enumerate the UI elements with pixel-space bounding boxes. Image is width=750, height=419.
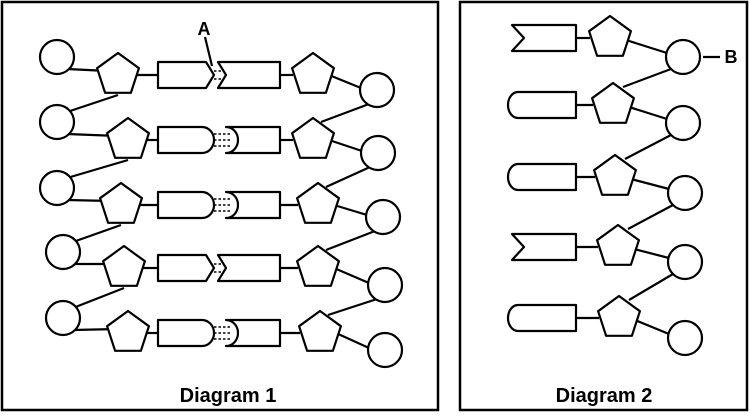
label-a: A xyxy=(198,19,211,39)
backbone-bond xyxy=(625,38,668,55)
sugar-pentagon xyxy=(590,81,636,124)
diagram-2-frame xyxy=(458,0,749,412)
sugar-pentagon xyxy=(95,51,140,94)
backbone-bond xyxy=(327,297,378,317)
label-b: B xyxy=(725,47,738,67)
backbone-bond xyxy=(627,204,674,230)
sugar-pentagon xyxy=(101,244,146,287)
backbone-bond xyxy=(628,273,674,301)
free-base-rounded xyxy=(506,303,578,333)
label-a-pointer xyxy=(203,36,214,67)
phosphate-circle xyxy=(366,266,404,304)
sugar-pentagon xyxy=(587,14,633,57)
base-chevron xyxy=(156,253,216,283)
phosphate-circle xyxy=(664,104,702,142)
backbone-bond xyxy=(333,266,370,285)
free-base-rounded xyxy=(506,162,578,192)
backbone-bond xyxy=(624,134,672,160)
backbone-bond xyxy=(66,93,119,114)
diagram-1-double-strand xyxy=(38,38,404,369)
base-rounded xyxy=(156,190,216,220)
label-b-callout: B xyxy=(703,47,738,67)
sugar-pentagon xyxy=(592,153,638,196)
sugar-pentagon xyxy=(296,244,340,287)
phosphate-circle xyxy=(364,198,402,236)
sugar-pentagon xyxy=(296,181,340,224)
free-base-chevron xyxy=(510,23,578,53)
phosphate-circle xyxy=(666,243,704,281)
backbone-bond xyxy=(622,67,672,89)
backbone-bond xyxy=(630,177,670,191)
phosphate-circle xyxy=(38,38,76,76)
backbone-bond xyxy=(72,286,125,310)
phosphate-circle xyxy=(359,134,397,172)
sugar-pentagon xyxy=(298,309,342,352)
phosphate-circle xyxy=(44,233,82,271)
backbone-bond xyxy=(328,73,362,90)
sugar-pentagon xyxy=(98,181,143,224)
backbone-bond xyxy=(333,203,368,217)
backbone-bond xyxy=(335,331,370,350)
backbone-bond xyxy=(66,158,129,180)
phosphate-circle xyxy=(664,38,702,76)
backbone-bond xyxy=(320,102,370,124)
backbone-bond xyxy=(325,165,371,189)
sugar-pentagon xyxy=(291,51,335,94)
backbone-bond xyxy=(328,138,363,153)
diagram-1-caption: Diagram 1 xyxy=(180,385,277,407)
diagram-1-frame xyxy=(0,0,440,412)
backbone-bond xyxy=(634,318,670,336)
backbone-bond xyxy=(72,223,122,244)
backbone-bond xyxy=(633,247,670,260)
phosphate-circle xyxy=(666,174,704,212)
base-notched-chevron xyxy=(216,253,282,283)
free-base-chevron xyxy=(510,232,578,262)
backbone-bond xyxy=(325,229,376,252)
phosphate-circle xyxy=(38,169,76,207)
base-rounded xyxy=(156,125,216,155)
phosphate-circle xyxy=(38,103,76,141)
phosphate-circle xyxy=(666,319,704,357)
label-a-callout: A xyxy=(198,19,214,67)
backbone-bond xyxy=(628,105,668,121)
phosphate-circle xyxy=(358,71,396,109)
sugar-pentagon xyxy=(595,223,641,266)
phosphate-circle xyxy=(366,331,404,369)
free-base-rounded xyxy=(506,90,578,120)
sugar-pentagon xyxy=(105,116,150,159)
base-notched-rounded xyxy=(224,125,282,155)
base-rounded xyxy=(156,318,216,348)
diagram-2-caption: Diagram 2 xyxy=(556,385,653,407)
base-notched-rounded xyxy=(224,190,282,220)
base-chevron xyxy=(156,60,216,90)
sugar-pentagon xyxy=(596,294,642,337)
sugar-pentagon xyxy=(105,309,150,352)
diagram-2-single-strand xyxy=(506,14,704,357)
base-notched-rounded xyxy=(224,318,282,348)
phosphate-circle xyxy=(44,299,82,337)
sugar-pentagon xyxy=(291,116,335,159)
base-notched-chevron xyxy=(216,60,282,90)
